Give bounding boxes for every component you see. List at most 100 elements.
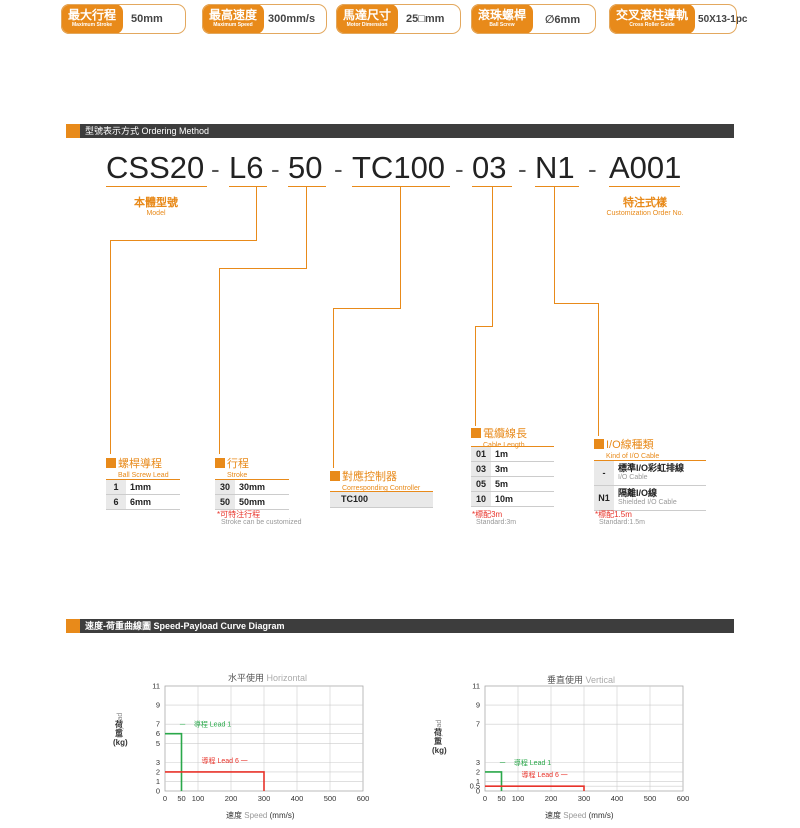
connector [492, 187, 493, 327]
connector [333, 308, 401, 309]
code-dash: - [455, 154, 464, 184]
y-tick-label: 5 [156, 739, 160, 748]
connector [256, 187, 257, 241]
chart-title: 水平使用 Horizontal [228, 671, 307, 684]
y-tick-label: 1 [156, 777, 160, 786]
option-value: 30mm [235, 479, 289, 495]
option-code: 6 [106, 494, 126, 510]
y-tick-label: 9 [476, 701, 480, 710]
connector [110, 240, 111, 454]
option-code: - [594, 460, 614, 486]
code-custom: A001 [609, 150, 682, 185]
option-value: 1mm [126, 479, 180, 495]
code-dash: - [518, 154, 527, 184]
spec-label: 馬達尺寸 [343, 8, 392, 22]
y-tick-label: 7 [476, 720, 480, 729]
model-label-en: Model [146, 210, 166, 217]
bullet-icon [330, 470, 340, 481]
code-cable: 03 [472, 150, 507, 185]
option-value: 3m [491, 461, 554, 477]
spec-value: 50mm [131, 13, 163, 25]
curve-section-header: 速度-荷重曲線圖 Speed-Payload Curve Diagram [66, 619, 734, 633]
controller-value-box: TC100 [330, 491, 433, 508]
y-axis-label-en: Payload [436, 719, 443, 745]
series-line [485, 785, 585, 791]
underline [352, 186, 450, 187]
x-axis-unit: (mm/s) [588, 811, 614, 820]
code-io: N1 [535, 150, 575, 185]
cable-header: 電纜線長 Cable Length [471, 424, 527, 449]
controller-label-zh: 對應控制器 [342, 471, 397, 483]
controller-value: TC100 [341, 494, 369, 504]
stroke-header: 行程 Stroke [215, 454, 249, 479]
series-label: 導程 Lead 6 [202, 756, 239, 765]
spec-label-en: Cross Roller Guide [629, 22, 675, 28]
y-axis-label-zh: 荷重(kg) [432, 728, 447, 755]
y-tick-label: 6 [156, 729, 160, 738]
code-dash: - [588, 154, 597, 184]
chart-title-en: Horizontal [266, 673, 308, 683]
y-tick-label: 11 [472, 682, 480, 691]
y-tick-label: 1 [476, 777, 480, 786]
ordering-section-header: 型號表示方式 Ordering Method [66, 124, 734, 138]
lead-header: 螺桿導程 Ball Screw Lead [106, 454, 169, 479]
option-code: 10 [471, 491, 491, 507]
connector [554, 187, 555, 304]
section-title: 速度-荷重曲線圖 Speed-Payload Curve Diagram [85, 621, 285, 631]
x-tick-label: 200 [225, 794, 238, 803]
x-axis-label-zh: 速度 [226, 811, 242, 820]
x-tick-label: 300 [578, 794, 591, 803]
y-tick-label: 0 [476, 787, 480, 796]
spec-label-en: Ball Screw [489, 22, 515, 28]
y-tick-label: 0 [156, 787, 160, 796]
lead-label-en: Ball Screw Lead [118, 472, 169, 479]
x-axis-label-en: Speed [244, 811, 268, 820]
underline [535, 186, 579, 187]
spec-label-en: Motor Dimension [346, 22, 388, 28]
y-tick-label: 0.5 [470, 782, 480, 791]
spec-label: 交叉滾柱導軌 [616, 8, 689, 22]
x-tick-label: 400 [611, 794, 624, 803]
y-tick-label: 9 [156, 701, 160, 710]
custom-label: 特注式樣 Customization Order No. [596, 194, 694, 217]
underline [472, 186, 512, 187]
spec-label: 滾珠螺桿 [478, 8, 527, 22]
spec-label-en: Maximum Speed [213, 22, 253, 28]
option-value: 1m [491, 446, 554, 462]
x-tick-label: 50 [497, 794, 505, 803]
option-code: 50 [215, 494, 235, 510]
chart-title-zh: 垂直使用 [547, 675, 584, 685]
series-label: 導程 Lead 6 [522, 770, 559, 779]
code-stroke: 50 [288, 150, 323, 185]
y-tick-label: 7 [156, 720, 160, 729]
x-tick-label: 600 [677, 794, 690, 803]
connector [306, 187, 307, 269]
y-tick-label: 3 [476, 758, 480, 767]
cable-note: *標配3m [472, 510, 503, 519]
y-axis-label: 荷重(kg) [432, 728, 447, 755]
option-value: 50mm [235, 494, 289, 510]
y-axis-label-zh: 荷重(kg) [113, 720, 128, 747]
option-value-en: Shielded I/O Cable [618, 499, 677, 506]
controller-header: 對應控制器 Corresponding Controller [330, 467, 420, 492]
chart-title-zh: 水平使用 [228, 673, 265, 683]
y-tick-label: 2 [476, 767, 480, 776]
x-tick-label: 500 [324, 794, 337, 803]
controller-label-en: Corresponding Controller [342, 485, 421, 492]
bullet-icon [594, 438, 604, 449]
spec-value: ∅6mm [545, 13, 581, 26]
stroke-note: *可特注行程 [217, 510, 261, 519]
spec-value: 300mm/s [268, 13, 316, 25]
series-line [165, 771, 265, 791]
spec-label-en: Maximum Stroke [72, 22, 113, 28]
